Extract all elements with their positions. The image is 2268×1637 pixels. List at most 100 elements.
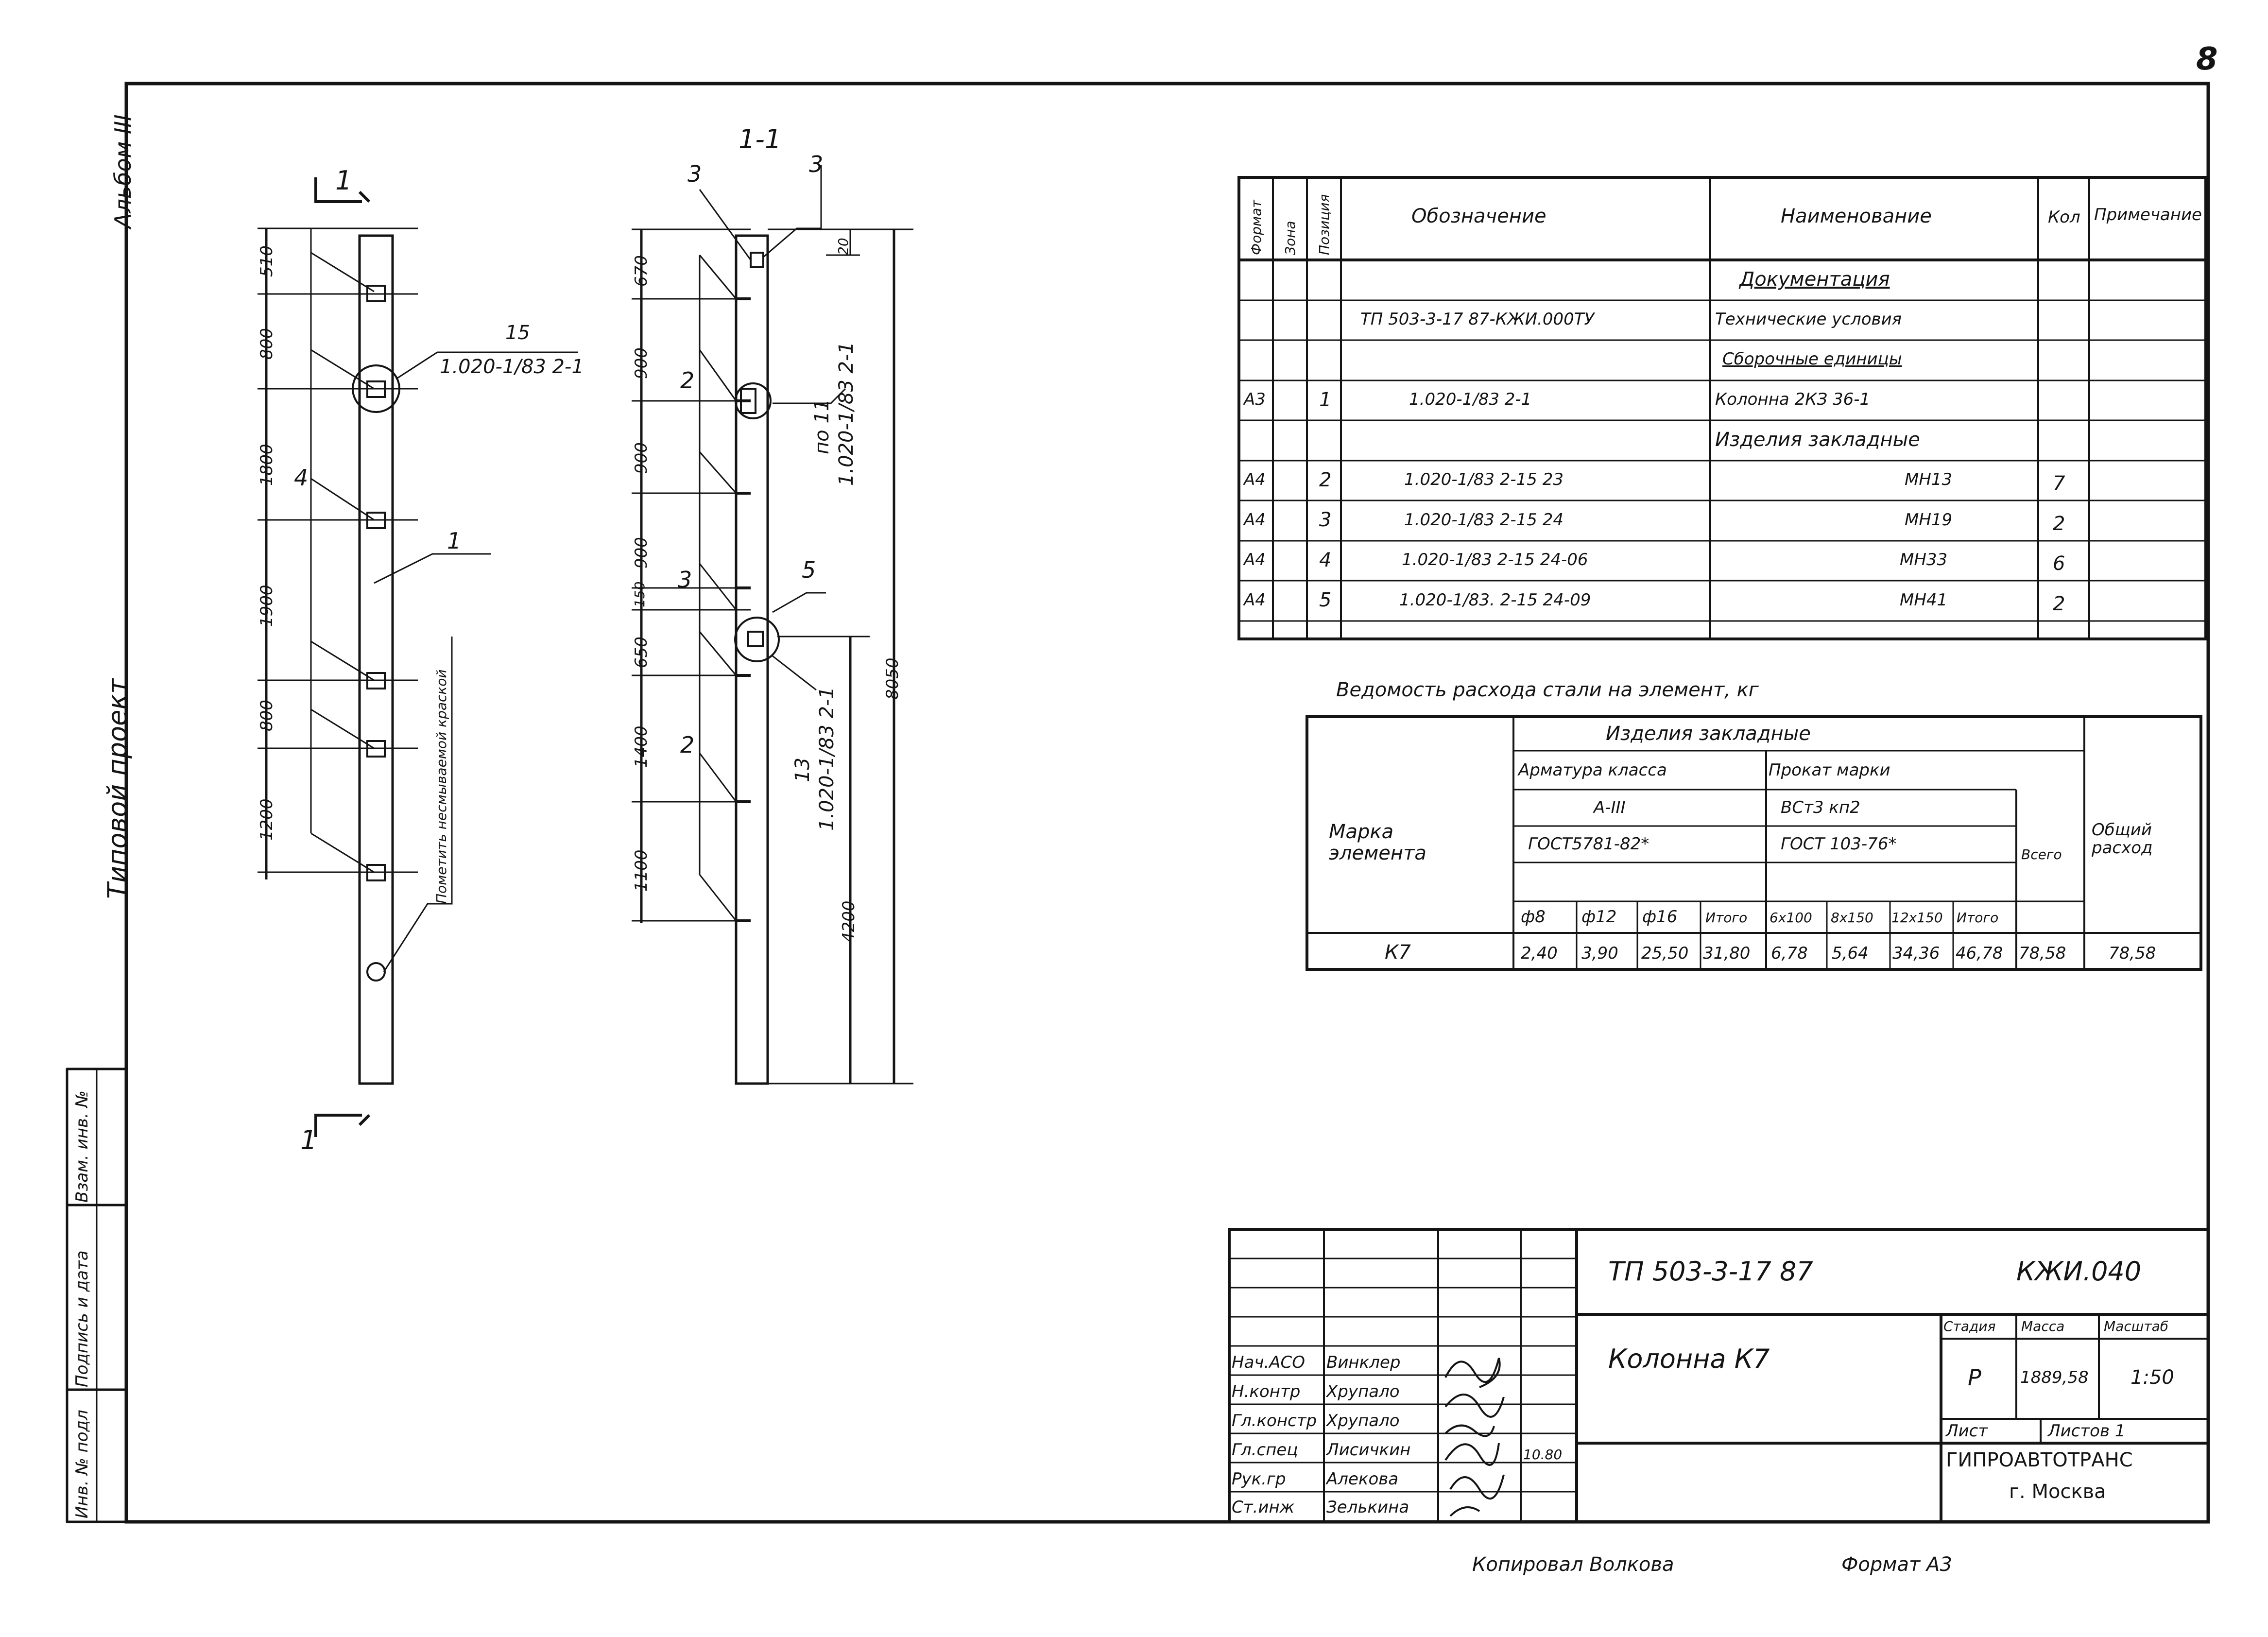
section-top-dim: 20 [835,238,851,255]
spec-name: Технические условия [1715,310,1902,329]
staff-role: Нач.АСО [1232,1353,1306,1372]
steel-armature-gost: ГОСТ5781-82* [1528,834,1649,854]
steel-value: 3,90 [1581,944,1618,963]
spec-header-designation: Обозначение [1411,205,1546,227]
spec-designation: 1.020-1/83 2-15 24-06 [1402,550,1588,569]
mass-value: 1889,58 [2020,1368,2089,1387]
staff-role: Гл.констр [1232,1411,1317,1430]
steel-subheader: ф12 [1581,907,1617,927]
position-label: 5 [802,557,816,583]
staff-role: Н.контр [1232,1382,1301,1401]
album-label: Альбом III [110,114,136,228]
spec-header-pos: Позиция [1316,194,1332,255]
org-name: ГИПРОАВТОТРАНС [1946,1449,2133,1471]
steel-mark-header: Марка элемента [1329,821,1426,864]
steel-rolled-gost: ГОСТ 103-76* [1781,834,1897,854]
steel-value: 6,78 [1771,944,1808,963]
section-dim: 900 [632,442,651,474]
staff-name: Алекова [1326,1469,1399,1489]
section-view [632,165,913,1085]
steel-overall: 78,58 [2109,944,2156,963]
spec-format: А3 [1244,390,1266,409]
replace-inv-label: Взам. инв. № [72,1090,92,1203]
sheet-frame [124,82,2210,1524]
column-dim: 1900 [257,585,276,627]
spec-designation: 1.020-1/83 2-1 [1409,390,1532,409]
steel-subheader: Итого [1705,910,1748,926]
steel-subheader: 6х100 [1770,910,1812,926]
section-total-dim: 4200 [839,900,859,943]
column-dim: 1800 [257,444,276,486]
steel-value: 46,78 [1956,944,2003,963]
drawing-title: Колонна К7 [1608,1344,1770,1374]
spec-format: А4 [1244,470,1266,489]
section-dim: 1400 [632,725,651,768]
sheet-format: Формат А3 [1841,1553,1952,1576]
steel-group-header: Изделия закладные [1606,723,1811,745]
steel-total-header: Всего [2021,846,2062,862]
spec-header-note: Примечание [2094,205,2202,224]
callout-top-ref: 1.020-1/83 2-1 [835,342,858,486]
position-label: 3 [687,161,702,187]
steel-total: 78,58 [2019,944,2066,963]
column-dim: 1200 [257,798,276,841]
spec-name: МН41 [1900,590,1948,610]
signatures-scribble [1444,1358,1505,1517]
sign-date: 10.80 [1523,1447,1563,1463]
spec-pos: 1 [1319,389,1332,411]
cut-marker-top: 1 [335,165,352,196]
staff-name: Винклер [1326,1353,1401,1372]
steel-armature-header: Арматура класса [1518,760,1667,780]
sheet-label: Лист [1946,1421,1988,1441]
inv-original-label: Инв. № подл [72,1410,92,1518]
spec-pos: 2 [1319,469,1332,491]
spec-designation: 1.020-1/83 2-15 24 [1404,510,1564,530]
steel-rolled-grade: ВСт3 кп2 [1781,798,1860,817]
spec-name: Документация [1739,268,1890,291]
column-dim: 800 [257,700,276,731]
spec-designation: 1.020-1/83. 2-15 24-09 [1399,590,1591,610]
spec-header-name: Наименование [1781,205,1932,227]
steel-value: 34,36 [1892,944,1940,963]
steel-table-grid [1306,715,2202,971]
column-dim: 800 [257,328,276,360]
spec-pos: 3 [1319,509,1332,531]
spec-name: Колонна 2КЗ 36-1 [1715,390,1871,409]
project-type-label: Типовой проект [102,678,133,899]
staff-name: Лисичкин [1326,1440,1411,1460]
spec-designation: ТП 503-3-17 87-КЖИ.000ТУ [1360,310,1595,329]
staff-name: Хрупало [1326,1382,1400,1401]
callout-bottom-ref: 1.020-1/83 2-1 [816,687,838,831]
staff-role: Ст.инж [1232,1498,1295,1517]
position-label: 4 [294,465,309,491]
doc-code: ТП 503-3-17 87 [1608,1256,1813,1287]
section-title: 1-1 [739,124,782,155]
steel-table-title: Ведомость расхода стали на элемент, кг [1336,679,1759,701]
section-total-dim: 8050 [883,657,902,700]
page-number: 8 [2196,41,2218,77]
sheet-code: КЖИ.040 [2016,1256,2142,1287]
steel-mark: К7 [1385,941,1411,964]
spec-format: А4 [1244,550,1266,569]
staff-role: Рук.гр [1232,1469,1286,1489]
position-label: 2 [680,367,695,394]
steel-subheader: ф16 [1642,907,1678,927]
section-dim: 150 [632,581,648,607]
signature-date-label: Подпись и дата [72,1250,92,1387]
position-label: 1 [447,528,462,554]
spec-table-grid [1237,176,2207,640]
stage-value: Р [1968,1364,1981,1391]
steel-value: 5,64 [1832,944,1869,963]
org-city: г. Москва [2009,1481,2106,1503]
staff-name: Хрупало [1326,1411,1400,1430]
spec-name: Изделия закладные [1715,429,1920,451]
spec-header-qty: Кол [2048,207,2080,227]
callout-bottom-position: 13 [791,758,814,782]
steel-subheader: 12х150 [1891,910,1943,926]
spec-name: МН19 [1905,510,1953,530]
spec-name: Сборочные единицы [1722,349,1902,369]
spec-qty: 2 [2053,513,2065,535]
spec-name: МН33 [1900,550,1948,569]
section-dim: 900 [632,347,651,379]
